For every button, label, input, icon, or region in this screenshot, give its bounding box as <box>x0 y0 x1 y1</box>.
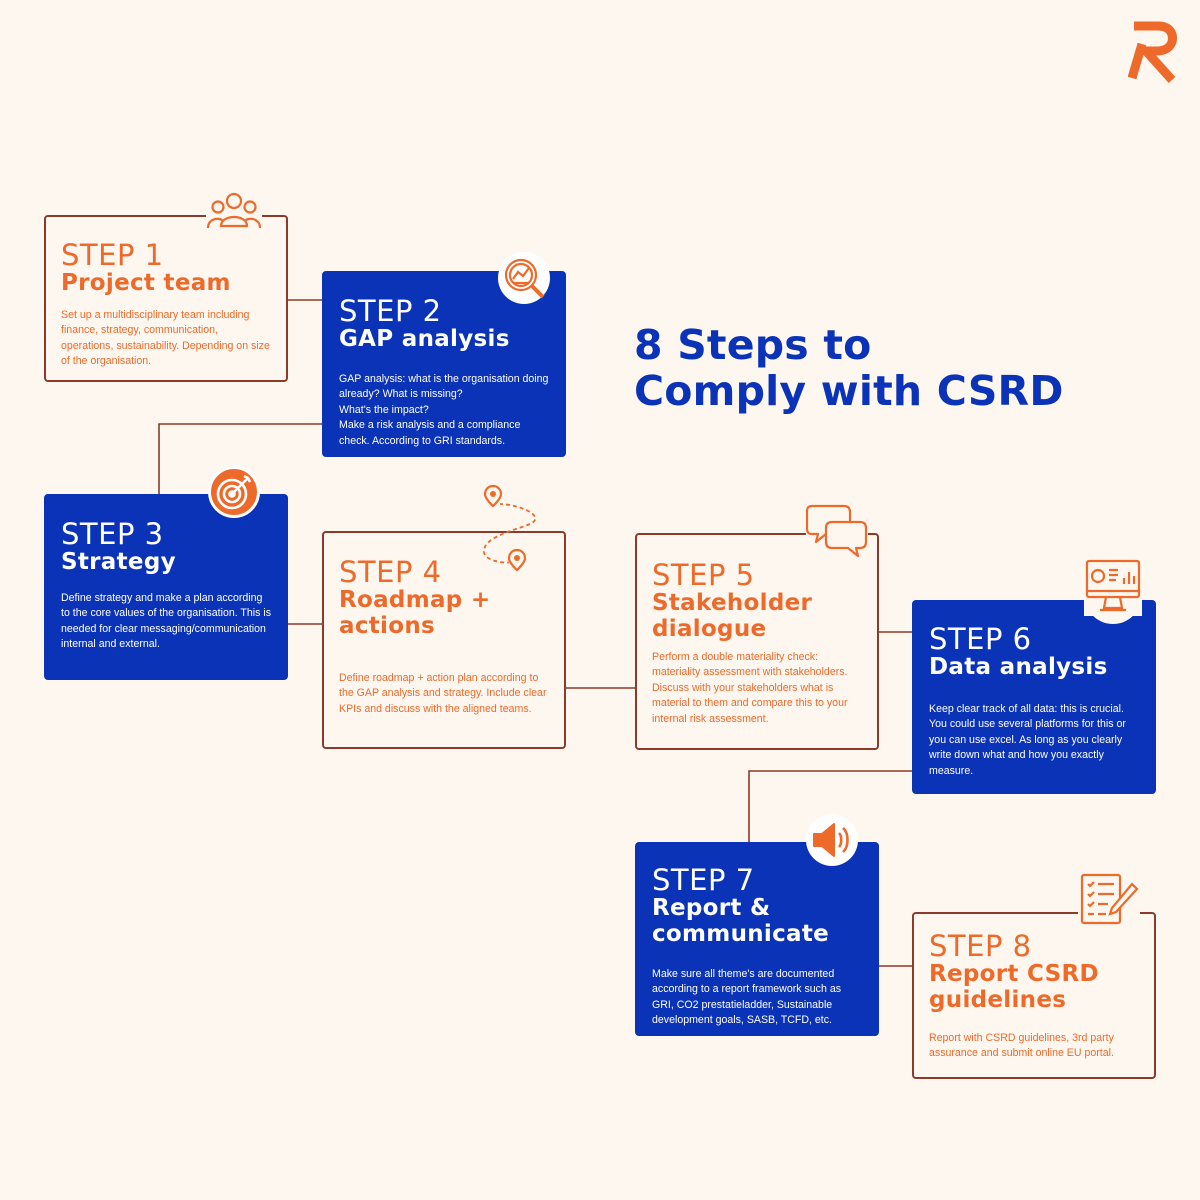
step-6-description: Keep clear track of all data: this is cr… <box>929 703 1126 777</box>
step-4-name-line-2: actions <box>339 613 435 639</box>
step-8-card: STEP 8 Report CSRD guidelines Report wit… <box>912 912 1156 1079</box>
team-icon <box>206 190 262 234</box>
step-7-number: STEP 7 <box>652 863 755 897</box>
step-3-icon-badge <box>208 466 260 518</box>
step-7-name-line-2: communicate <box>652 921 830 947</box>
step-6-card: STEP 6 Data analysis Keep clear track of… <box>912 600 1156 794</box>
step-4-number: STEP 4 <box>339 555 442 589</box>
step-5-description: Perform a double materiality check: mate… <box>652 651 848 725</box>
step-6-number: STEP 6 <box>929 622 1032 656</box>
target-icon <box>216 474 252 510</box>
connector-6-7 <box>748 770 912 842</box>
speaker-icon <box>813 823 849 857</box>
step-2-name: GAP analysis <box>339 326 510 352</box>
route-pins-icon <box>483 484 537 574</box>
step-3-description: Define strategy and make a plan accordin… <box>61 592 272 651</box>
step-5-name-line-2: dialogue <box>652 616 767 642</box>
page-title: 8 Steps to Comply with CSRD <box>634 322 1064 414</box>
step-8-number: STEP 8 <box>929 929 1032 963</box>
step-8-name-line-1: Report CSRD <box>929 961 1099 987</box>
step-1-card: STEP 1 Project team Set up a multidiscip… <box>44 215 288 382</box>
step-1-number: STEP 1 <box>61 238 164 272</box>
step-7-description: Make sure all theme's are documented acc… <box>652 968 842 1027</box>
step-4-description: Define roadmap + action plan according t… <box>339 672 547 715</box>
step-1-name: Project team <box>61 270 231 296</box>
connector-2-3 <box>158 423 322 494</box>
step-3-number: STEP 3 <box>61 517 164 551</box>
brand-logo-icon <box>1128 21 1177 84</box>
step-8-name-line-2: guidelines <box>929 987 1067 1013</box>
chat-bubbles-icon <box>806 502 868 560</box>
step-2-number: STEP 2 <box>339 294 442 328</box>
step-5-number: STEP 5 <box>652 558 755 592</box>
step-6-name: Data analysis <box>929 654 1108 680</box>
step-2-description: GAP analysis: what is the organisation d… <box>339 373 549 447</box>
step-4-name-line-1: Roadmap + <box>339 587 491 613</box>
step-8-description: Report with CSRD guidelines, 3rd party a… <box>929 1032 1114 1060</box>
title-line-1: 8 Steps to <box>634 321 872 369</box>
step-7-icon-badge <box>806 814 858 866</box>
magnifier-chart-icon <box>504 258 545 299</box>
step-3-name: Strategy <box>61 549 176 575</box>
monitor-dashboard-icon <box>1084 558 1142 616</box>
step-5-name-line-1: Stakeholder <box>652 590 813 616</box>
step-2-icon-badge <box>498 252 550 304</box>
step-7-name-line-1: Report & <box>652 895 771 921</box>
step-5-card: STEP 5 Stakeholder dialogue Perform a do… <box>635 533 879 750</box>
checklist-pencil-icon <box>1078 872 1140 926</box>
title-line-2: Comply with CSRD <box>634 367 1064 415</box>
step-3-card: STEP 3 Strategy Define strategy and make… <box>44 494 288 680</box>
step-1-description: Set up a multidisciplinary team includin… <box>61 309 270 368</box>
step-4-card: STEP 4 Roadmap + actions Define roadmap … <box>322 531 566 749</box>
step-7-card: STEP 7 Report & communicate Make sure al… <box>635 842 879 1036</box>
